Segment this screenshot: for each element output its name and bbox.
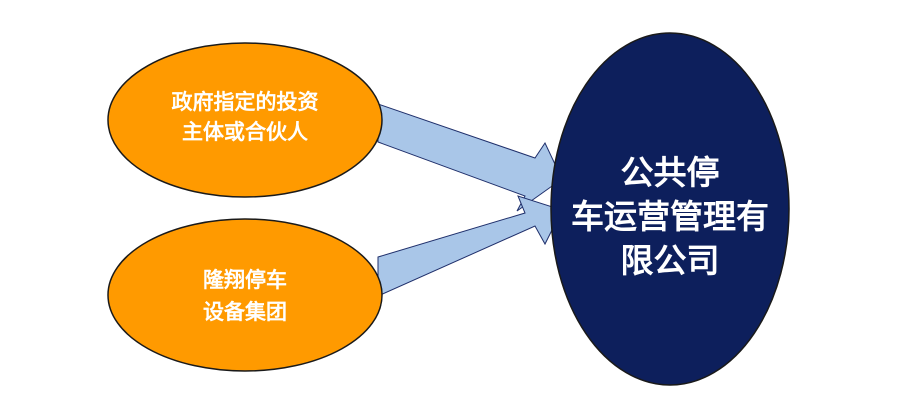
node-company-shape: [550, 32, 790, 386]
node-investor-label-line-2: 主体或合伙人: [182, 120, 308, 144]
node-investor: 政府指定的投资 主体或合伙人: [107, 42, 383, 198]
node-company-label-line-2: 车运营管理有: [571, 197, 769, 236]
node-longxiang: 隆翔停车 设备集团: [107, 218, 383, 372]
node-longxiang-label-line-1: 隆翔停车: [203, 268, 287, 292]
arrow-investor-to-company: [377, 103, 563, 212]
node-longxiang-label-line-2: 设备集团: [203, 300, 287, 324]
arrow-longxiang-to-company: [377, 195, 563, 297]
node-longxiang-shape: [107, 218, 383, 372]
node-company-label-line-1: 公共停: [621, 153, 720, 192]
node-investor-shape: [107, 42, 383, 198]
node-investor-label-line-1: 政府指定的投资: [172, 90, 319, 114]
node-company: 公共停 车运营管理有 限公司: [550, 32, 790, 386]
node-company-label-line-3: 限公司: [621, 241, 720, 280]
